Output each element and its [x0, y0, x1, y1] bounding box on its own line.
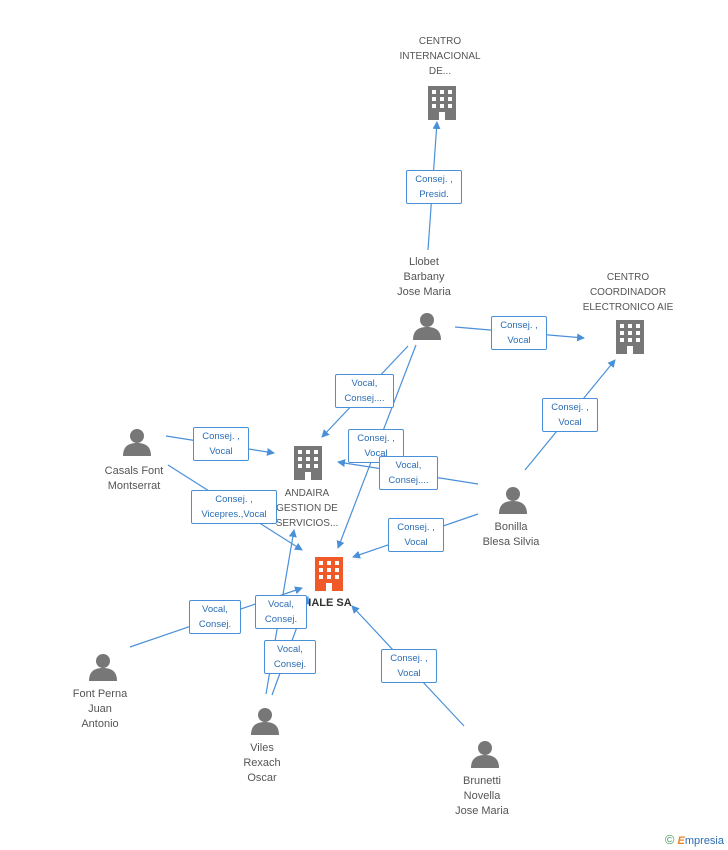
brand-logo-initial: E [677, 835, 685, 847]
empresia-watermark: © Empresia [665, 832, 724, 847]
node-label-brunetti[interactable]: Brunetti Novella Jose Maria [455, 775, 509, 817]
building-icon[interactable] [294, 446, 322, 480]
person-icon[interactable] [413, 313, 441, 340]
edge-label[interactable]: Consej. , Vicepres.,Vocal [191, 490, 277, 524]
person-icon[interactable] [123, 429, 151, 456]
building-icon[interactable] [315, 557, 343, 591]
person-icon[interactable] [251, 708, 279, 735]
edge-label[interactable]: Consej. , Vocal [542, 398, 598, 432]
edge-label[interactable]: Consej. , Vocal [348, 429, 404, 463]
person-icon[interactable] [89, 654, 117, 681]
node-label-llobet[interactable]: Llobet Barbany Jose Maria [397, 256, 451, 298]
edge-label[interactable]: Consej. , Vocal [381, 649, 437, 683]
edge-label[interactable]: Vocal, Consej. [189, 600, 241, 634]
edge-label[interactable]: Vocal, Consej.... [379, 456, 438, 490]
edge-label[interactable]: Consej. , Presid. [406, 170, 462, 204]
node-label-andaira[interactable]: ANDAIRA GESTION DE SERVICIOS... [275, 488, 339, 529]
building-icon[interactable] [616, 320, 644, 354]
node-label-centro-coordinador[interactable]: CENTRO COORDINADOR ELECTRONICO AIE [582, 272, 674, 313]
building-icon[interactable] [428, 86, 456, 120]
person-icon[interactable] [499, 487, 527, 514]
edge-label[interactable]: Vocal, Consej.... [335, 374, 394, 408]
edge-label[interactable]: Consej. , Vocal [193, 427, 249, 461]
node-label-main-company[interactable]: IALE SA [308, 597, 352, 609]
edge-label[interactable]: Vocal, Consej. [264, 640, 316, 674]
node-label-bonilla[interactable]: Bonilla Blesa Silvia [482, 521, 540, 548]
edge-label[interactable]: Vocal, Consej. [255, 595, 307, 629]
brand-logo-text: mpresia [684, 835, 724, 847]
node-label-centro-internacional[interactable]: CENTRO INTERNACIONAL DE... [399, 36, 481, 77]
person-icon[interactable] [471, 741, 499, 768]
copyright-icon: © [664, 832, 675, 847]
node-label-casals[interactable]: Casals Font Montserrat [104, 465, 164, 492]
edge-label[interactable]: Consej. , Vocal [388, 518, 444, 552]
node-label-font-perna[interactable]: Font Perna Juan Antonio [72, 688, 128, 730]
edge-label[interactable]: Consej. , Vocal [491, 316, 547, 350]
node-label-viles[interactable]: Viles Rexach Oscar [243, 742, 281, 784]
